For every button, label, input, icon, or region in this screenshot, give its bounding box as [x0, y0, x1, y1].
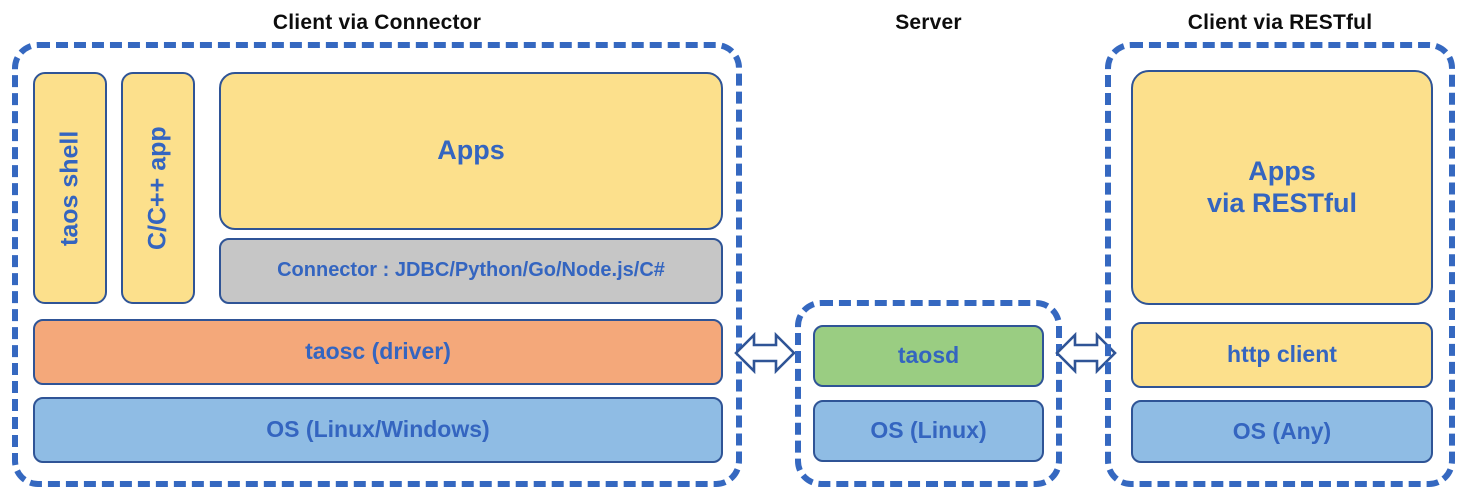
section-title-server: Server: [895, 11, 962, 34]
group-client-via-connector: [12, 42, 742, 487]
box-apps-via-restful[interactable]: Apps via RESTful: [1131, 70, 1433, 305]
section-title-client-restful: Client via RESTful: [1187, 11, 1373, 34]
group-client-via-restful: [1105, 42, 1455, 487]
box-apps-via-restful-line1: Apps: [1248, 155, 1316, 186]
section-title-client-connector: Client via Connector: [272, 11, 482, 34]
group-server: [795, 300, 1062, 487]
box-apps-via-restful-line2: via RESTful: [1206, 187, 1358, 218]
box-c-cpp-app[interactable]: C/C++ app: [121, 72, 195, 304]
box-connector[interactable]: Connector : JDBC/Python/Go/Node.js/C#: [219, 238, 723, 304]
box-os-linux-windows[interactable]: OS (Linux/Windows): [33, 397, 723, 463]
box-os-any[interactable]: OS (Any): [1131, 400, 1433, 463]
box-os-linux[interactable]: OS (Linux): [813, 400, 1044, 462]
box-apps[interactable]: Apps: [219, 72, 723, 230]
box-http-client[interactable]: http client: [1131, 322, 1433, 388]
box-taosc-driver[interactable]: taosc (driver): [33, 319, 723, 385]
box-taosd[interactable]: taosd: [813, 325, 1044, 387]
arrow-server-to-client-restful: [1055, 327, 1117, 379]
box-taos-shell[interactable]: taos shell: [33, 72, 107, 304]
arrow-client-connector-to-server: [734, 327, 796, 379]
